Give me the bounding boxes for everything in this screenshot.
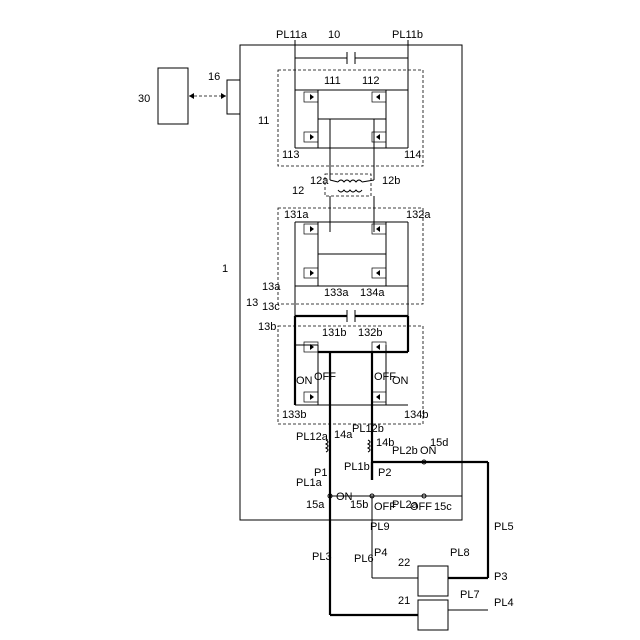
label-pl11a: PL11a [276,29,308,41]
label-ref10: 10 [328,29,340,41]
unit-30 [158,68,188,124]
label-ref131a: 131a [284,209,309,221]
label-ref12a: 12a [310,175,329,187]
label-ref15a: 15a [306,499,325,511]
label-ref22: 22 [398,557,410,569]
label-ref13c: 13c [262,301,280,313]
label-off-left: OFF [314,371,336,383]
label-ref134a: 134a [360,287,385,299]
switches-15 [328,460,462,578]
label-ref12: 12 [292,185,304,197]
label-ref133b: 133b [282,409,306,421]
label-ref133a: 133a [324,287,349,299]
label-p4: P4 [374,547,387,559]
label-on-sw: ON [420,445,437,457]
label-pl8: PL8 [450,547,470,559]
label-on-left: ON [296,375,313,387]
label-ref14a: 14a [334,429,353,441]
bridge-11-frame [278,70,423,166]
label-pl3: PL3 [312,551,332,563]
transformer-12-frame [325,174,371,196]
interface-16 [227,80,240,114]
label-ref21: 21 [398,595,410,607]
label-pl6: PL6 [354,553,374,565]
label-p1: P1 [314,467,327,479]
inductor-14b [368,440,370,452]
label-ref112: 112 [362,75,380,87]
label-p3: P3 [494,571,507,583]
label-pl12a: PL12a [296,431,329,443]
label-ref132b: 132b [358,327,382,339]
label-ref113: 113 [282,149,300,161]
label-pl2b: PL2b [392,445,418,457]
label-ref134b: 134b [404,409,428,421]
label-ref132a: 132a [406,209,431,221]
label-p2: P2 [378,467,391,479]
labels: PL11a 10 PL11b 30 16 1 11 111 112 113 11… [138,29,514,609]
label-ref114: 114 [404,149,422,161]
label-ref12b: 12b [382,175,400,187]
label-ref13a: 13a [262,281,281,293]
bridge-11-switches [295,90,408,180]
label-pl11b: PL11b [392,29,423,41]
label-ref11: 11 [258,115,269,127]
label-ref131b: 131b [322,327,346,339]
label-pl5: PL5 [494,521,514,533]
bridge-13a-switches [295,222,408,286]
label-on-right: ON [392,375,409,387]
label-ref16: 16 [208,71,220,83]
label-ref30: 30 [138,93,150,105]
label-pl1b: PL1b [344,461,370,473]
label-ref13: 13 [246,297,258,309]
label-ref15b: 15b [350,499,368,511]
label-ref13b: 13b [258,321,276,333]
label-pl9: PL9 [370,521,390,533]
label-ref111: 111 [324,75,341,87]
label-pl7: PL7 [460,589,480,601]
load-21 [418,600,448,630]
label-ref1: 1 [222,263,228,275]
label-off-sw2: OFF [410,501,432,513]
load-22 [418,566,448,596]
label-pl12b: PL12b [352,423,384,435]
transformer-12 [330,180,374,232]
label-ref15c: 15c [434,501,452,513]
label-pl4: PL4 [494,597,514,609]
